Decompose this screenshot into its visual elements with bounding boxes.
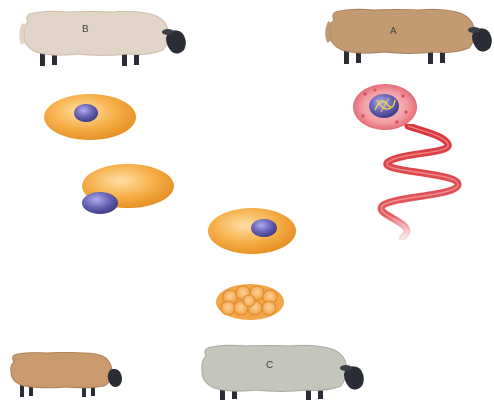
sheep-body xyxy=(330,9,475,53)
sheep-a: A xyxy=(324,8,494,66)
dna-helix-icon xyxy=(362,124,466,240)
sheep-icon xyxy=(196,344,368,400)
embryo-icon xyxy=(214,282,286,322)
egg-with-nucleus xyxy=(42,92,138,142)
fused-cell xyxy=(206,206,298,256)
sheep-icon xyxy=(324,8,494,66)
sheep-icon xyxy=(6,352,124,398)
sheep-icon xyxy=(18,10,188,68)
enucleated-egg xyxy=(76,163,176,217)
sheep-body xyxy=(24,11,169,55)
egg-cell-icon xyxy=(76,163,176,217)
sheep-c: C xyxy=(196,344,368,400)
sheep-c-label: C xyxy=(266,360,273,371)
sheep-surrogate xyxy=(6,352,124,398)
egg-cell-icon xyxy=(206,206,298,256)
removed-nucleus xyxy=(82,192,118,214)
sheep-body xyxy=(11,353,112,388)
embryo xyxy=(214,282,286,322)
sheep-b: B xyxy=(18,10,188,68)
dna-helix xyxy=(362,124,466,240)
sheep-body xyxy=(202,345,347,391)
nucleus xyxy=(251,219,277,237)
sheep-a-label: A xyxy=(390,26,397,37)
sheep-b-label: B xyxy=(82,24,89,35)
egg-cell-icon xyxy=(42,92,138,142)
sheep-head xyxy=(108,369,122,387)
nucleus xyxy=(74,104,98,122)
